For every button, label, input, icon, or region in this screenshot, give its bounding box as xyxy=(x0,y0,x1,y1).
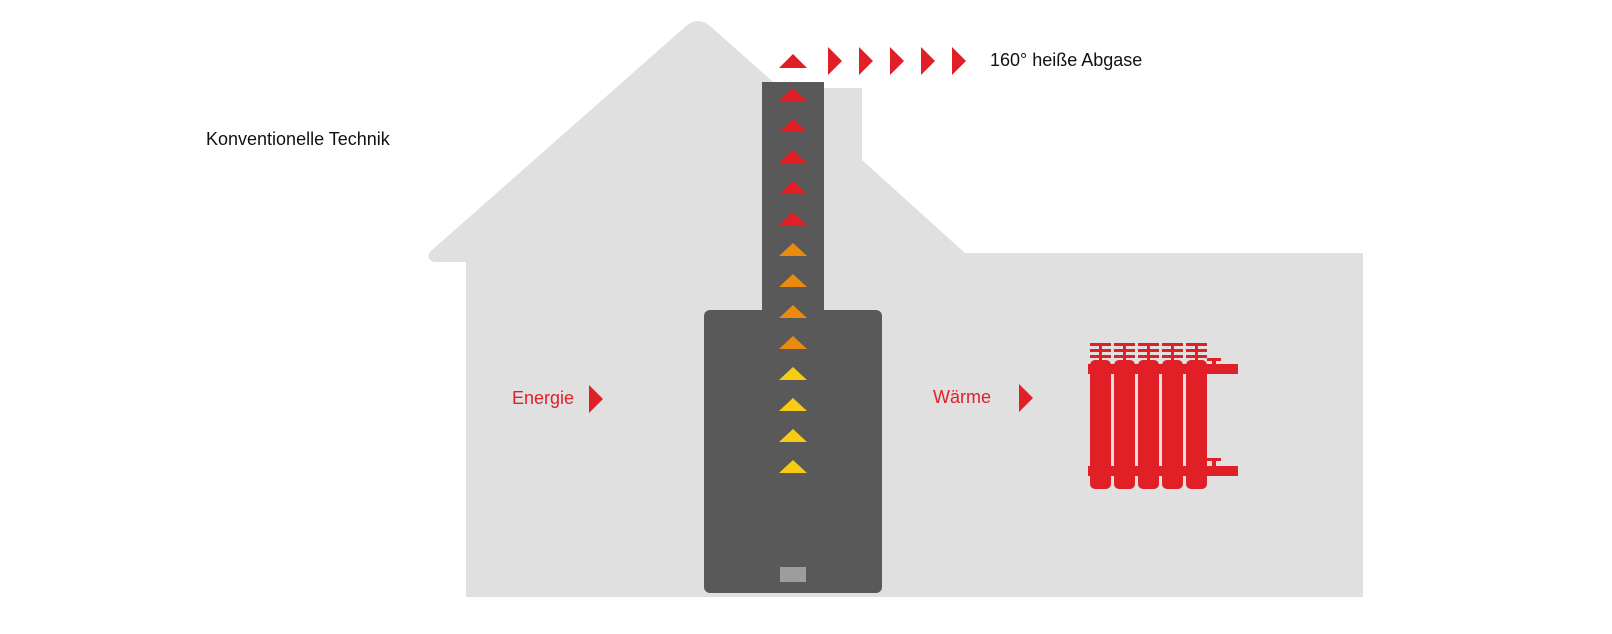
house-shape xyxy=(428,21,1363,597)
exhaust-up-arrow-icon xyxy=(779,54,807,68)
heat-arrow-icon xyxy=(1019,384,1033,412)
flue-arrow-icon xyxy=(779,88,807,101)
exhaust-right-arrow-icon xyxy=(890,47,904,75)
flue-arrow-icon xyxy=(779,150,807,163)
radiator-icon xyxy=(1088,343,1238,489)
exhaust-label: 160° heiße Abgase xyxy=(990,50,1143,70)
flue-arrow-icon xyxy=(779,274,807,287)
flue-arrow-icon xyxy=(779,305,807,318)
title: Konventionelle Technik xyxy=(206,129,390,149)
boiler-display xyxy=(780,567,806,582)
flue-arrow-icon xyxy=(779,336,807,349)
flue-arrow-icon xyxy=(779,243,807,256)
flue-arrow-icon xyxy=(779,212,807,225)
flue-arrow-icon xyxy=(779,429,807,442)
boiler xyxy=(704,310,882,593)
flue-arrow-icon xyxy=(779,181,807,194)
heat-label: Wärme xyxy=(933,387,991,407)
energy-arrow-icon xyxy=(589,385,603,413)
flue-arrow-icon xyxy=(779,460,807,473)
flue-arrow-icon xyxy=(779,119,807,132)
exhaust-right-arrow-icon xyxy=(921,47,935,75)
exhaust-right-arrow-icon xyxy=(952,47,966,75)
exhaust-right-arrow-icon xyxy=(828,47,842,75)
energy-label: Energie xyxy=(512,388,575,408)
exhaust-right-arrow-icon xyxy=(859,47,873,75)
flue-arrow-icon xyxy=(779,398,807,411)
flue-arrow-icon xyxy=(779,367,807,380)
